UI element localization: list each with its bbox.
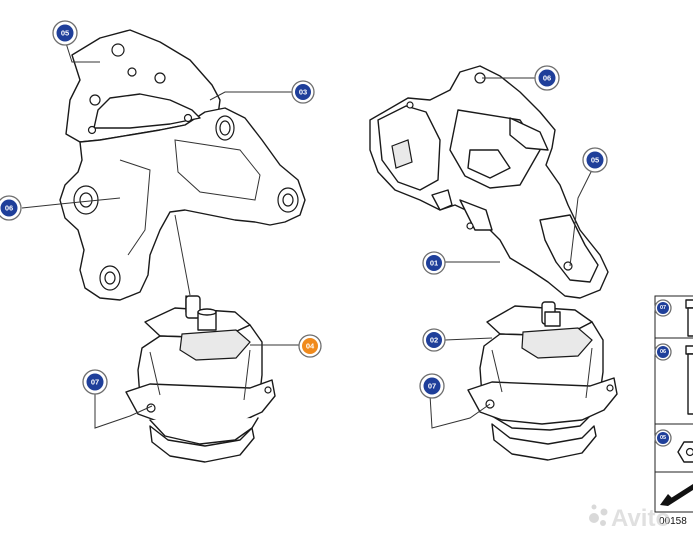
callout-label: 07 <box>91 378 99 387</box>
callout-05-right[interactable]: 05 <box>582 147 608 173</box>
left-engine-bracket <box>59 29 306 301</box>
callout-label: 07 <box>428 382 436 391</box>
legend-label: 05 <box>660 435 666 441</box>
callout-04[interactable]: 04 <box>298 334 322 358</box>
callout-label: 02 <box>430 336 438 345</box>
callout-label: 03 <box>299 88 307 97</box>
callout-02[interactable]: 02 <box>422 328 446 352</box>
bolt-icon <box>685 299 693 337</box>
nut-icon <box>677 441 693 463</box>
bolt-icon <box>685 345 693 415</box>
right-engine-bracket <box>369 65 609 299</box>
callout-07-right[interactable]: 07 <box>419 373 445 399</box>
diagram-code: 00158 <box>659 516 687 527</box>
callout-05-top-left[interactable]: 05 <box>52 20 78 46</box>
arrow-icon <box>660 484 693 506</box>
callout-label: 06 <box>543 74 551 83</box>
callout-label: 04 <box>306 342 315 351</box>
watermark-text: Avito <box>611 505 670 532</box>
callout-01[interactable]: 01 <box>422 251 446 275</box>
callout-label: 06 <box>5 204 13 213</box>
callout-03[interactable]: 03 <box>291 80 315 104</box>
avito-logo-icon <box>589 504 608 526</box>
legend-label: 07 <box>660 305 666 311</box>
leader-lines <box>21 39 593 429</box>
left-engine-mount <box>125 295 276 463</box>
parts-legend: 07 06 05 <box>654 295 693 513</box>
legend-label: 06 <box>660 349 666 355</box>
callout-label: 05 <box>591 156 599 165</box>
legend-item-06[interactable]: 06 <box>654 343 693 415</box>
callout-07-left[interactable]: 07 <box>82 369 108 395</box>
callout-label: 01 <box>430 259 438 268</box>
callout-06-left[interactable]: 06 <box>0 195 22 221</box>
legend-item-05[interactable]: 05 <box>654 429 693 463</box>
watermark: Avito <box>589 504 670 532</box>
legend-item-07[interactable]: 07 <box>654 299 693 337</box>
callout-label: 05 <box>61 29 69 38</box>
callout-06-right[interactable]: 06 <box>534 65 560 91</box>
right-engine-mount <box>467 301 618 461</box>
